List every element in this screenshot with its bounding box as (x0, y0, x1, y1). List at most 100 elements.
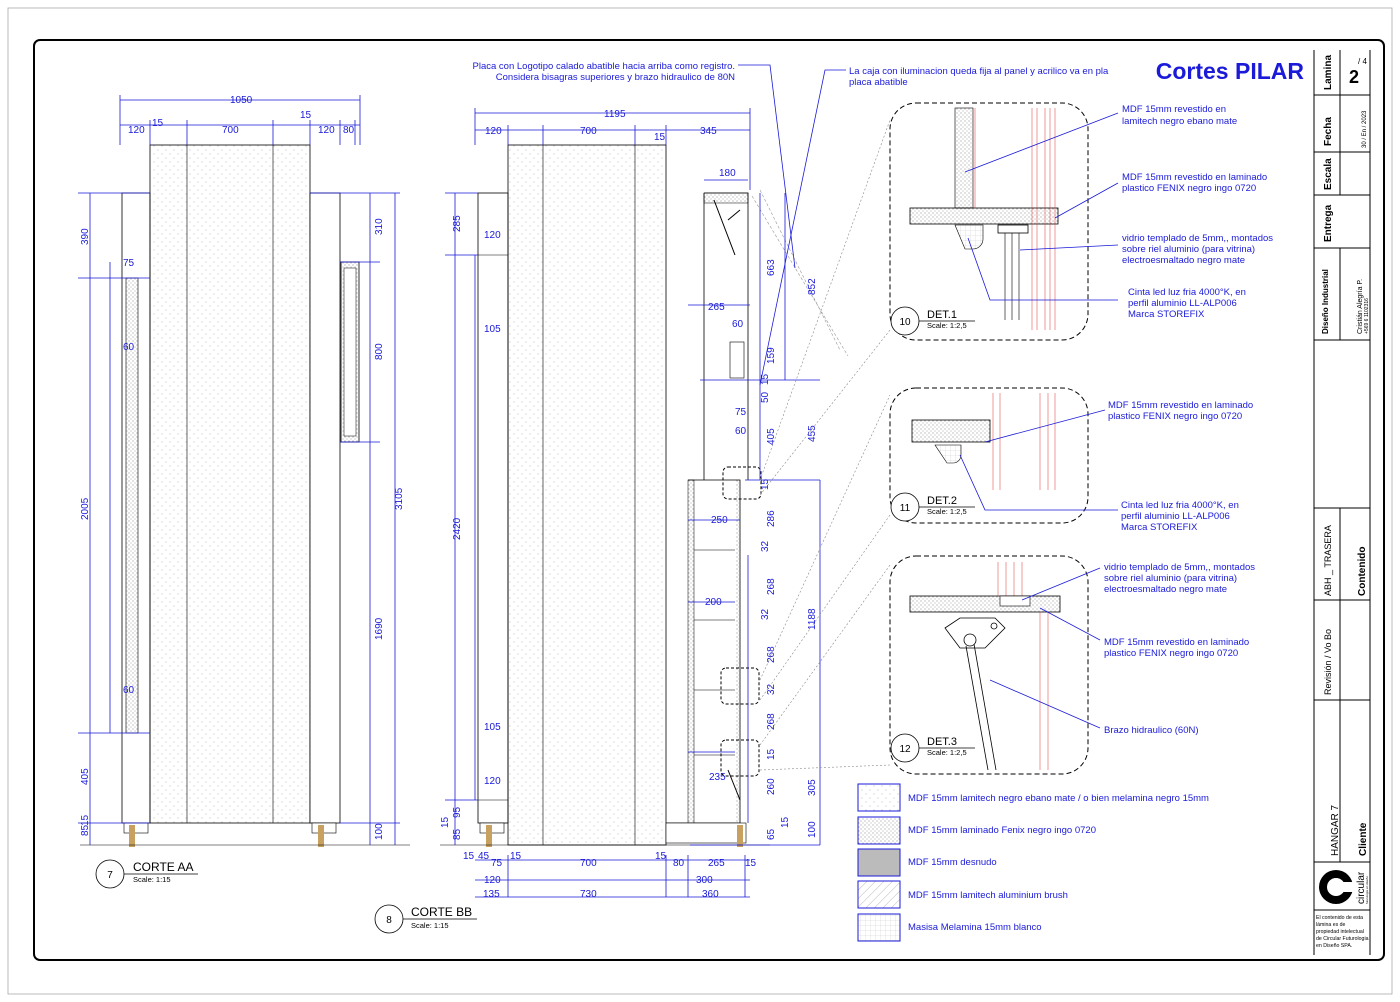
svg-text:75: 75 (735, 407, 747, 418)
svg-text:390: 390 (80, 228, 91, 245)
cliente-value: HANGAR 7 (1330, 804, 1341, 856)
svg-text:120: 120 (128, 125, 145, 136)
svg-text:85: 85 (80, 824, 91, 836)
svg-text:8: 8 (386, 915, 392, 926)
svg-text:180: 180 (719, 168, 736, 179)
svg-text:32: 32 (760, 540, 771, 552)
svg-text:80: 80 (343, 125, 355, 136)
svg-text:MDF 15mm revestido en: MDF 15mm revestido en (1122, 104, 1226, 115)
svg-text:305: 305 (807, 779, 818, 796)
svg-text:15: 15 (463, 851, 475, 862)
det2-leaders (959, 409, 1118, 511)
det1-label: 10 DET.1 Scale: 1:2,5 (890, 306, 975, 336)
svg-text:135: 135 (483, 889, 500, 900)
svg-text:Placa con Logotipo calado abat: Placa con Logotipo calado abatible hacia… (473, 61, 735, 72)
svg-text:15: 15 (760, 478, 771, 490)
svg-text:65: 65 (766, 828, 777, 840)
corte-bb-label: 8 CORTE BB Scale: 1:15 (374, 904, 477, 934)
svg-text:Masisa Melamina 15mm blanco: Masisa Melamina 15mm blanco (908, 922, 1042, 933)
material-legend: MDF 15mm lamitech negro ebano mate / o b… (857, 783, 1209, 942)
svg-text:50: 50 (760, 391, 771, 403)
detail-callout-lines (759, 119, 891, 771)
svg-text:plastico FENIX negro ingo 0720: plastico FENIX negro ingo 0720 (1108, 411, 1242, 422)
svg-text:265: 265 (708, 858, 725, 869)
svg-text:100: 100 (374, 823, 385, 840)
det1-notes: MDF 15mm revestido en lamitech negro eba… (1122, 104, 1273, 320)
svg-text:105: 105 (484, 324, 501, 335)
fecha-value: 30 / En / 2023 (1362, 110, 1368, 148)
lamina-value: 2 (1349, 67, 1359, 87)
svg-text:120: 120 (484, 875, 501, 886)
svg-text:Marca STOREFIX: Marca STOREFIX (1121, 522, 1198, 533)
svg-text:800: 800 (374, 343, 385, 360)
fecha-label: Fecha (1323, 117, 1334, 146)
svg-text:310: 310 (374, 218, 385, 235)
svg-text:MDF 15mm revestido en laminado: MDF 15mm revestido en laminado (1122, 172, 1267, 183)
svg-text:15: 15 (655, 851, 667, 862)
lamina-total: / 4 (1358, 57, 1367, 66)
svg-text:120: 120 (484, 776, 501, 787)
svg-text:15: 15 (300, 110, 312, 121)
svg-text:Cinta led luz fria 4000°K, en: Cinta led luz fria 4000°K, en (1128, 287, 1246, 298)
svg-text:60: 60 (735, 426, 747, 437)
corte-aa-dim-labels: 1050 120 15 700 15 120 80 390 75 60 2005… (80, 95, 405, 840)
svg-text:Considera bisagras superiores: Considera bisagras superiores y brazo hi… (496, 72, 735, 83)
note-caja: La caja con iluminacion queda fija al pa… (849, 66, 1109, 88)
svg-text:286: 286 (766, 510, 777, 527)
legal-note: El contenido de esta lámina es de propie… (1316, 915, 1369, 949)
svg-text:Scale: 1:15: Scale: 1:15 (411, 921, 449, 930)
corte-bb-dim-labels: 1195 120 700 15 345 180 265 60 75 60 250… (440, 109, 818, 900)
svg-text:45: 45 (478, 851, 490, 862)
svg-text:730: 730 (580, 889, 597, 900)
svg-text:32: 32 (766, 683, 777, 695)
svg-text:11: 11 (900, 503, 911, 514)
svg-text:455: 455 (807, 425, 818, 442)
svg-text:sobre riel aluminio (para vitr: sobre riel aluminio (para vitrina) (1122, 244, 1255, 255)
svg-text:plastico FENIX negro ingo 0720: plastico FENIX negro ingo 0720 (1104, 648, 1238, 659)
svg-text:15: 15 (152, 118, 164, 129)
svg-text:perfil aluminio LL-ALP006: perfil aluminio LL-ALP006 (1128, 298, 1237, 309)
revision-label: Revisión / Vo Bo (1323, 629, 1333, 695)
svg-text:345: 345 (700, 126, 717, 137)
svg-text:852: 852 (807, 278, 818, 295)
svg-text:electroesmaltado negro mate: electroesmaltado negro mate (1122, 255, 1245, 266)
svg-text:sobre riel aluminio (para vitr: sobre riel aluminio (para vitrina) (1104, 573, 1237, 584)
svg-text:663: 663 (766, 259, 777, 276)
svg-text:CORTE BB: CORTE BB (411, 905, 472, 919)
svg-text:MDF 15mm lamitech aluminium br: MDF 15mm lamitech aluminium brush (908, 890, 1068, 901)
svg-text:La caja con iluminacion queda: La caja con iluminacion queda fija al pa… (849, 66, 1109, 77)
svg-text:200: 200 (705, 597, 722, 608)
det2-notes: MDF 15mm revestido en laminado plastico … (1108, 400, 1253, 533)
svg-text:32: 32 (760, 608, 771, 620)
svg-text:260: 260 (766, 778, 777, 795)
svg-text:300: 300 (696, 875, 713, 886)
svg-text:MDF 15mm laminado Fenix negro: MDF 15mm laminado Fenix negro ingo 0720 (908, 825, 1096, 836)
lamina-label: Lamina (1323, 55, 1334, 90)
svg-text:MDF 15mm revestido en laminado: MDF 15mm revestido en laminado (1108, 400, 1253, 411)
svg-text:268: 268 (766, 578, 777, 595)
svg-text:60: 60 (123, 342, 135, 353)
svg-text:vidrio templado de 5mm,, monta: vidrio templado de 5mm,, montados (1104, 562, 1255, 573)
designer-label: Diseño Industrial (1321, 269, 1330, 334)
det3-detail (889, 555, 1089, 775)
svg-text:700: 700 (580, 858, 597, 869)
contenido-label: Contenido (1357, 547, 1368, 596)
escala-label: Escala (1323, 158, 1334, 190)
svg-text:Scale: 1:2,5: Scale: 1:2,5 (927, 748, 967, 757)
svg-text:360: 360 (702, 889, 719, 900)
svg-text:MDF 15mm lamitech negro ebano: MDF 15mm lamitech negro ebano mate / o b… (908, 793, 1209, 804)
svg-text:El contenido de esta: El contenido de esta (1316, 915, 1363, 921)
circular-logo-icon (1319, 870, 1354, 904)
svg-text:DET.1: DET.1 (927, 309, 957, 321)
leader-placa (738, 64, 796, 269)
svg-text:75: 75 (491, 858, 503, 869)
svg-text:placa abatible: placa abatible (849, 77, 908, 88)
svg-text:1690: 1690 (374, 617, 385, 640)
svg-text:lamitech negro ebano mate: lamitech negro ebano mate (1122, 116, 1237, 127)
svg-text:120: 120 (318, 125, 335, 136)
svg-text:perfil aluminio LL-ALP006: perfil aluminio LL-ALP006 (1121, 511, 1230, 522)
corte-bb-dimensions (445, 108, 821, 898)
svg-text:60: 60 (123, 685, 135, 696)
entrega-label: Entrega (1323, 204, 1334, 242)
svg-text:235: 235 (709, 772, 726, 783)
